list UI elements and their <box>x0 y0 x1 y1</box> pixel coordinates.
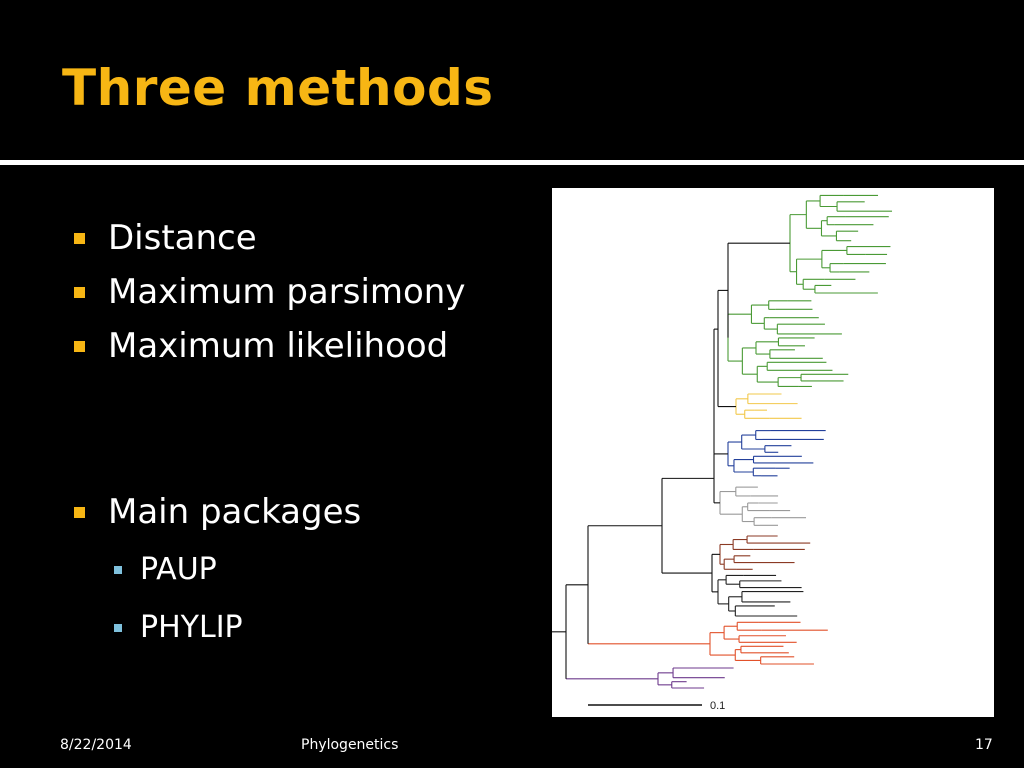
sub-bullet-item: PAUP <box>114 552 217 588</box>
bullet-text: Main packages <box>108 492 362 532</box>
bullet-marker <box>74 287 85 298</box>
bullet-list: Distance Maximum parsimony Maximum likel… <box>0 0 540 700</box>
bullet-item: Maximum likelihood <box>74 326 449 366</box>
sub-bullet-marker <box>114 566 122 574</box>
bullet-marker <box>74 507 85 518</box>
bullet-item: Distance <box>74 218 257 258</box>
slide-number: 17 <box>975 737 993 753</box>
bullet-text: Maximum likelihood <box>108 326 449 366</box>
sub-bullet-text: PHYLIP <box>140 610 243 645</box>
tree-branches <box>552 194 893 689</box>
title-divider <box>0 160 1024 165</box>
sub-bullet-text: PAUP <box>140 552 217 587</box>
bullet-item: Maximum parsimony <box>74 272 466 312</box>
sub-bullet-item: PHYLIP <box>114 610 243 646</box>
bullet-marker <box>74 341 85 352</box>
bullet-text: Maximum parsimony <box>108 272 466 312</box>
bullet-item: Main packages <box>74 492 362 532</box>
slide-title: Three methods <box>62 59 494 117</box>
bullet-text: Distance <box>108 218 257 258</box>
phylogenetic-tree-figure: 0.1 <box>552 188 994 717</box>
footer-title: Phylogenetics <box>301 737 399 753</box>
footer-date: 8/22/2014 <box>60 737 132 753</box>
sub-bullet-marker <box>114 624 122 632</box>
scale-bar-label: 0.1 <box>710 700 725 712</box>
phylogenetic-tree: 0.1 <box>552 194 893 712</box>
bullet-marker <box>74 233 85 244</box>
